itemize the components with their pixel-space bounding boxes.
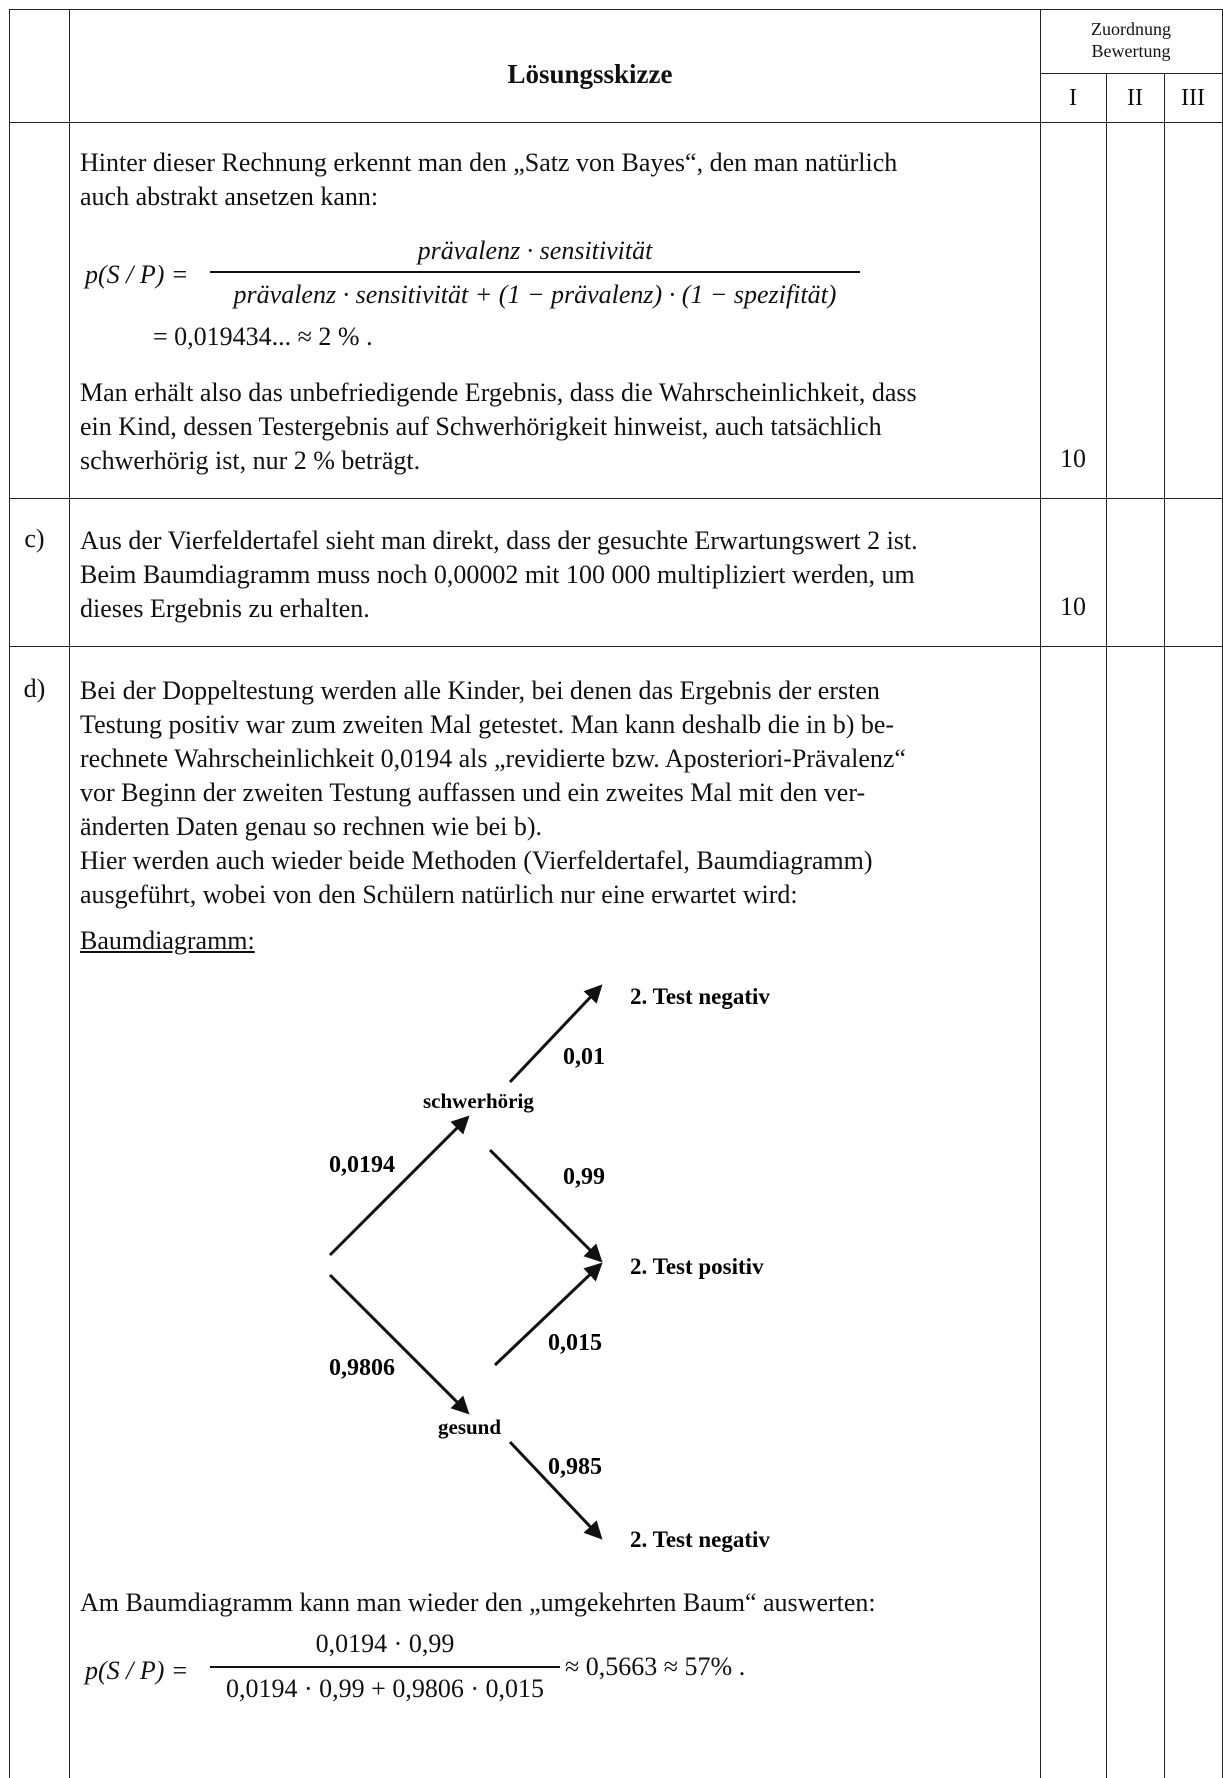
paragraph-line: vor Beginn der zweiten Testung auffassen… [80, 778, 866, 807]
branch-root-top [328, 1115, 470, 1257]
paragraph-line: schwerhörig ist, nur 2 % beträgt. [80, 446, 421, 475]
probability-label: 0,01 [563, 1044, 605, 1070]
grid-line [9, 9, 10, 1778]
formula-denominator: prävalenz · sensitivität + (1 − prävalen… [233, 280, 837, 309]
formula-result: = 0,019434... ≈ 2 % . [153, 322, 373, 351]
paragraph-line: Aus der Vierfeldertafel sieht man direkt… [80, 526, 918, 555]
grid-line [69, 9, 70, 1778]
paragraph-line: auch abstrakt ansetzen kann: [80, 182, 379, 211]
paragraph-line: rechnete Wahrscheinlichkeit 0,0194 als „… [80, 744, 906, 773]
paragraph-line: Testung positiv war zum zweiten Mal gete… [80, 710, 895, 739]
grid-line [9, 122, 1223, 123]
fraction-line [210, 1666, 560, 1668]
formula-lhs: p(S / P) = [85, 1656, 189, 1685]
probability-label: 0,0194 [329, 1152, 395, 1178]
paragraph-line: Hier werden auch wieder beide Methoden (… [80, 846, 873, 875]
grid-line [9, 646, 1223, 647]
rating-label: Bewertung [1091, 41, 1171, 61]
probability-label: 0,9806 [329, 1355, 395, 1381]
page-title: Lösungsskizze [507, 59, 673, 89]
paragraph-line: Hinter dieser Rechnung erkennt man den „… [80, 148, 898, 177]
branch-root-bottom [328, 1273, 470, 1415]
probability-label: 0,015 [548, 1330, 602, 1356]
probability-label: 0,985 [548, 1454, 602, 1480]
formula-lhs: p(S / P) = [85, 260, 189, 289]
subtask-label: c) [24, 524, 45, 553]
paragraph-line: Am Baumdiagramm kann man wieder den „umg… [80, 1588, 876, 1617]
column-header-I: I [1069, 85, 1077, 111]
assignment-label: Zuordnung [1091, 19, 1171, 39]
probability-label: 0,99 [563, 1164, 605, 1190]
branch-bottom-positive [493, 1262, 603, 1367]
fraction-line [210, 271, 860, 273]
formula-numerator: prävalenz · sensitivität [417, 236, 653, 265]
grid-line [1040, 73, 1223, 74]
formula-numerator: 0,0194 · 0,99 [315, 1629, 455, 1658]
subtask-label: d) [23, 674, 46, 703]
leaf-label: 2. Test negativ [630, 1527, 770, 1552]
grid-line [1106, 73, 1107, 1778]
formula-result: ≈ 0,5663 ≈ 57% . [565, 1652, 746, 1681]
paragraph-line: dieses Ergebnis zu erhalten. [80, 594, 370, 623]
leaf-label: 2. Test negativ [630, 984, 770, 1009]
paragraph-line: ein Kind, dessen Testergebnis auf Schwer… [80, 412, 882, 441]
branch-bottom-negative [508, 1440, 603, 1540]
grid-line [9, 498, 1223, 499]
node-label: schwerhörig [423, 1089, 534, 1113]
paragraph-line: ausgeführt, wobei von den Schülern natür… [80, 880, 798, 909]
paragraph-line: Beim Baumdiagramm muss noch 0,00002 mit … [80, 560, 915, 589]
paragraph-line: änderten Daten genau so rechnen wie bei … [80, 812, 543, 841]
node-label: gesund [438, 1415, 501, 1439]
paragraph-line: Man erhält also das unbefriedigende Erge… [80, 378, 917, 407]
tree-heading: Baumdiagramm: [80, 926, 255, 955]
branch-top-positive [488, 1148, 603, 1263]
column-header-II: II [1127, 85, 1143, 111]
assignment-header: Zuordnung Bewertung [1040, 18, 1222, 62]
leaf-label: 2. Test positiv [630, 1254, 764, 1279]
column-header-III: III [1181, 85, 1205, 111]
paragraph-line: Bei der Doppeltestung werden alle Kinder… [80, 676, 880, 705]
grid-line [1164, 73, 1165, 1778]
branch-top-negative [508, 984, 603, 1084]
grid-line [9, 9, 1223, 10]
score-I: 10 [1060, 592, 1086, 621]
score-I: 10 [1060, 444, 1086, 473]
grid-line [1040, 9, 1041, 1778]
formula-denominator: 0,0194 · 0,99 + 0,9806 · 0,015 [226, 1674, 544, 1703]
